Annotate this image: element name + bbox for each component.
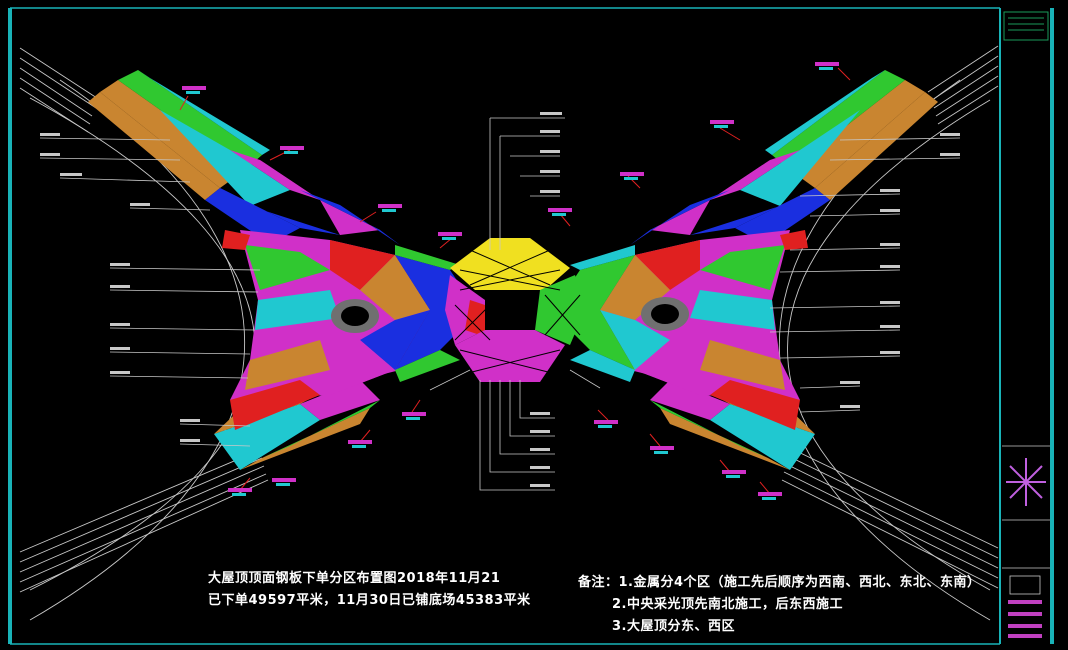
progress-note-line-2: 已下单49597平米，11月30日已铺底场45383平米: [208, 593, 531, 608]
remarks-line-2: 2.中央采光顶先南北施工，后东西施工: [612, 597, 843, 612]
left-wing-zones: [88, 70, 470, 470]
title-block-rows: [1008, 600, 1042, 638]
right-wing-zones: [560, 70, 938, 470]
remarks-note: 备注：1.金属分4个区（施工先后顺序为西南、西北、东北、东南） 2.中央采光顶先…: [578, 572, 981, 638]
callout-tags: [182, 62, 839, 500]
drawing-frame: [8, 7, 1054, 645]
remarks-line-1: 备注：1.金属分4个区（施工先后顺序为西南、西北、东北、东南）: [578, 575, 981, 590]
compass-symbol-icon: [1006, 458, 1046, 506]
label-stubs: [40, 112, 960, 487]
leader-lines: [39, 117, 961, 491]
central-skylight: [445, 238, 585, 382]
remarks-line-3: 3.大屋顶分东、西区: [612, 619, 735, 634]
progress-note-line-1: 大屋顶顶面钢板下单分区布置图2018年11月21: [208, 571, 501, 586]
progress-note: 大屋顶顶面钢板下单分区布置图2018年11月21 已下单49597平米，11月3…: [208, 568, 531, 612]
title-block: [1002, 11, 1050, 638]
